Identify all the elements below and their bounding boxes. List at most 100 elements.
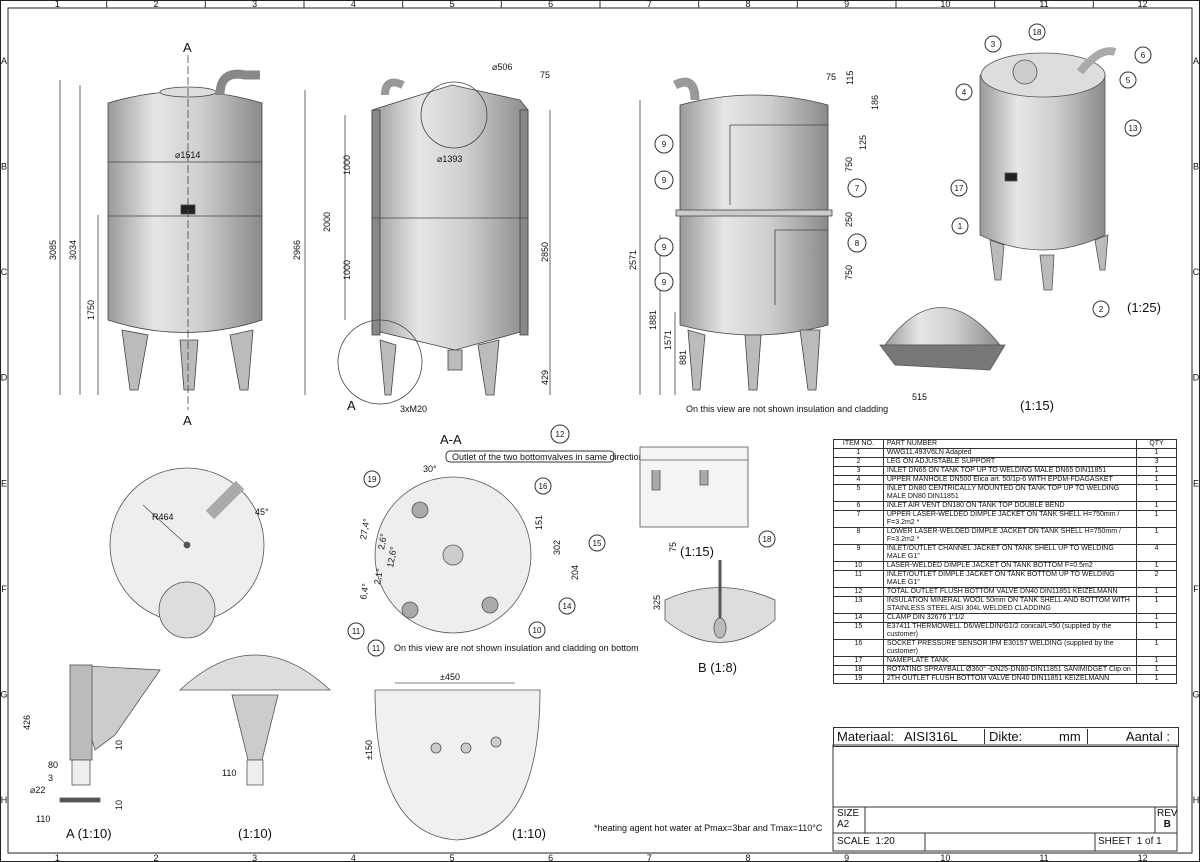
section-aa-note: On this view are not shown insulation an… — [394, 643, 639, 653]
cell-qty: 1 — [1136, 587, 1177, 597]
row-marker: A — [1, 56, 7, 66]
leg-detail-view — [59, 664, 161, 803]
cell-part-number: INLET DN80 CENTRICALLY MOUNTED ON TANK T… — [882, 484, 1138, 502]
parts-table-header: ITEM NO. PART NUMBER QTY — [833, 439, 1177, 449]
column-marker: 4 — [351, 853, 356, 862]
detail-b-scale: (1:15) — [680, 544, 714, 559]
balloon-9: 9 — [662, 243, 667, 252]
dim-10-b: 10 — [114, 800, 124, 810]
balloon-9: 9 — [662, 176, 667, 185]
column-marker: 4 — [351, 0, 356, 9]
side-view-balloons — [550, 134, 867, 444]
balloon-2: 2 — [1099, 305, 1104, 314]
cell-part-number: LOWER LASER-WELDED DIMPLE JACKET ON TANK… — [882, 527, 1138, 545]
dim-diameter: ⌀1514 — [175, 150, 200, 160]
sheet-cell: SHEET 1 of 1 — [1098, 836, 1162, 847]
balloon-10: 10 — [533, 626, 542, 635]
cell-part-number: LEG ON ADJUSTABLE SUPPORT — [882, 457, 1138, 467]
cell-qty: 4 — [1136, 544, 1177, 562]
row-marker: A — [1193, 56, 1199, 66]
cell-qty: 1 — [1136, 466, 1177, 476]
dim-3: 3 — [48, 773, 53, 783]
cell-qty: 1 — [1136, 448, 1177, 458]
rev-label: REV — [1157, 808, 1178, 819]
cell-part-number: WWG11.493V6LN Adapted — [882, 448, 1138, 458]
bottom-detail-title: (1:10) — [512, 826, 546, 841]
column-marker: 11 — [1039, 853, 1048, 862]
cell-qty: 1 — [1136, 596, 1177, 614]
column-marker: 3 — [252, 853, 257, 862]
row-marker: C — [1193, 267, 1200, 277]
cell-item-no: 1 — [833, 448, 884, 458]
balloon-19: 19 — [368, 475, 377, 484]
cell-item-no: 13 — [833, 596, 884, 614]
cell-qty: 1 — [1136, 674, 1177, 684]
cell-item-no: 18 — [833, 665, 884, 675]
cell-qty: 1 — [1136, 622, 1177, 640]
cell-part-number: ROTATING SPRAYBALL Ø360° -DN25-DN80-DIN1… — [882, 665, 1138, 675]
side-view-note: On this view are not shown insulation an… — [686, 404, 888, 414]
size-value: A2 — [837, 819, 850, 830]
dim-45deg: 45° — [255, 507, 269, 517]
column-marker: 9 — [844, 0, 849, 9]
cell-qty: 1 — [1136, 501, 1177, 511]
cell-item-no: 9 — [833, 544, 884, 562]
balloon-11: 11 — [372, 644, 381, 653]
dim-881: 881 — [678, 350, 688, 365]
balloon-13: 13 — [1129, 124, 1138, 133]
balloon-14: 14 — [563, 602, 572, 611]
dim-204: 204 — [570, 565, 580, 580]
dim-325: 325 — [652, 595, 662, 610]
cell-part-number: UPPER LASER-WELDED DIMPLE JACKET ON TANK… — [882, 510, 1138, 528]
column-marker: 11 — [1039, 0, 1048, 9]
balloon-18: 18 — [1033, 28, 1042, 37]
cell-item-no: 3 — [833, 466, 884, 476]
column-marker: 1 — [55, 0, 60, 9]
dim-2-6: 2,6° — [376, 532, 389, 550]
material-row: Materiaal: AISI316L Dikte: mm Aantal : — [833, 727, 1179, 747]
cell-item-no: 10 — [833, 561, 884, 571]
tank-side-view — [639, 77, 833, 395]
cell-qty: 2 — [1136, 570, 1177, 588]
material-label: Materiaal: — [837, 729, 895, 744]
quantity-label: Aantal : — [1125, 729, 1170, 744]
leg-detail-title: A (1:10) — [66, 826, 112, 841]
column-marker: 12 — [1138, 0, 1148, 9]
row-marker: F — [1, 584, 7, 594]
row-marker: D — [1193, 373, 1200, 383]
rev-value: B — [1163, 819, 1171, 830]
title-block-frame — [832, 744, 1178, 852]
balloon-1: 1 — [958, 222, 963, 231]
iso-balloons — [950, 23, 1152, 318]
section-mark-bottom: A — [183, 413, 192, 428]
header-item-no: ITEM NO. — [833, 439, 884, 449]
cell-item-no: 15 — [833, 622, 884, 640]
row-marker: C — [1, 267, 8, 277]
dim-3034: 3034 — [68, 240, 78, 260]
section-mark-top: A — [183, 40, 192, 55]
dim-dia22: ⌀22 — [30, 785, 45, 795]
dim-75: 75 — [540, 70, 550, 80]
cell-item-no: 11 — [833, 570, 884, 588]
cell-qty: 3 — [1136, 457, 1177, 467]
column-marker: 10 — [940, 0, 950, 9]
header-part-number: PART NUMBER — [882, 439, 1138, 449]
row-marker: H — [1193, 795, 1200, 805]
cell-part-number: UPPER MANHOLE DN500 Elica art. 50/1p-6 W… — [882, 475, 1138, 485]
cell-qty: 1 — [1136, 656, 1177, 666]
cell-qty: 1 — [1136, 510, 1177, 528]
dim-3085: 3085 — [48, 240, 58, 260]
